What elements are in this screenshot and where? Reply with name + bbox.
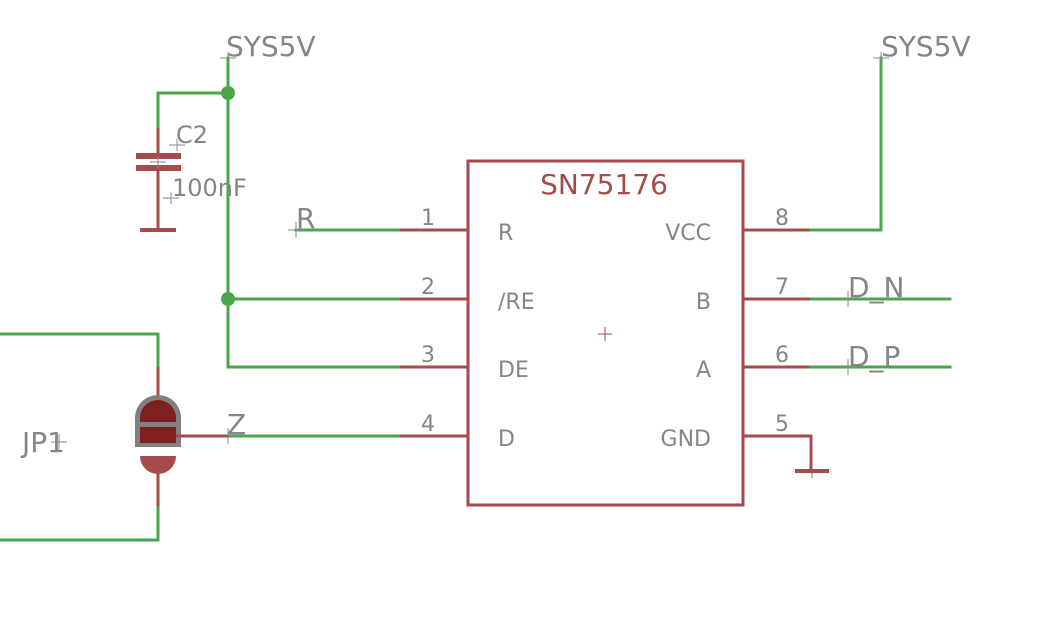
ic-body [466,159,745,507]
junction-dot [221,292,235,306]
supply-label-right[interactable]: SYS5V [881,30,971,63]
origin-marker [873,52,889,64]
origin-marker [288,222,304,238]
net-label-d-n[interactable]: D_N [848,271,905,304]
pin-number: 1 [421,206,435,231]
ic-pin-8[interactable]: 8 VCC [665,206,811,246]
pin-name: A [696,358,711,383]
ic-pin-1[interactable]: 1 R [400,206,513,246]
jumper-pad-bottom [140,456,176,474]
wire-vcc-sys5v[interactable] [809,56,883,232]
ic-pin-7[interactable]: 7 B [696,275,811,315]
wire-jp1-bottom[interactable] [0,504,160,542]
jumper-pad-top [140,400,176,422]
ic-pin-2[interactable]: 2 /RE [400,275,535,315]
jumper-jp1[interactable]: JP1 [0,332,228,542]
ic-pin-5[interactable]: 5 GND [661,412,813,471]
pin-number: 3 [421,343,435,368]
ic-pin-4[interactable]: 4 D [400,412,515,452]
pin-number: 5 [775,412,789,437]
wire-sys5v-de[interactable] [226,56,402,369]
pin-name: VCC [665,221,711,246]
pin-name: D [498,427,515,452]
pin-name: /RE [498,290,535,315]
pin-line [743,434,813,471]
origin-marker [169,139,185,151]
pin-name: GND [661,427,711,452]
junction-dot [221,86,235,100]
wire-sys5v-c2[interactable] [156,91,230,130]
pin-name: DE [498,358,529,383]
ic-sn75176[interactable]: SN75176 1 R 2 /RE 3 DE 4 D 8 VCC [400,159,813,507]
net-label-d-p[interactable]: D_P [848,340,900,373]
net-label-r[interactable]: R [296,202,315,235]
ic-name: SN75176 [540,168,668,201]
origin-marker [163,192,179,204]
ic-pin-6[interactable]: 6 A [696,343,811,383]
supply-sys5v-left[interactable]: SYS5V [220,30,316,64]
origin-marker [598,327,612,341]
origin-marker [840,359,856,375]
origin-marker [51,434,67,450]
ic-pin-3[interactable]: 3 DE [400,343,529,383]
capacitor-value: 100nF [172,174,247,202]
pin-number: 8 [775,206,789,231]
pin-number: 2 [421,275,435,300]
pin-number: 4 [421,412,435,437]
origin-marker [150,156,166,168]
net-label-z[interactable]: Z [227,408,246,441]
pin-number: 6 [775,343,789,368]
ground-symbol[interactable] [795,465,829,478]
supply-label-left: SYS5V [226,30,316,63]
capacitor-c2[interactable]: C2 100nF [136,121,247,232]
pin-name: R [498,221,513,246]
pin-name: B [696,290,711,315]
wire-jp1-top[interactable] [0,332,160,369]
jumper-pad-middle [140,427,176,443]
origin-marker [840,291,856,307]
pin-number: 7 [775,275,789,300]
capacitor-name: C2 [176,121,208,149]
